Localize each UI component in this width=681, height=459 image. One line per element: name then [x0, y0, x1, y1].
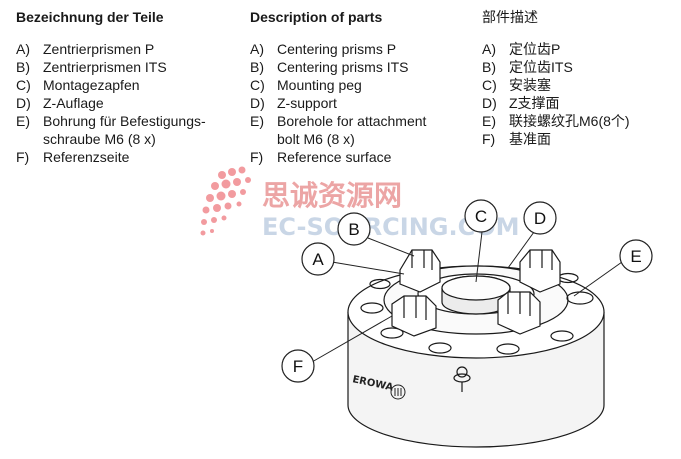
list-item: B) Zentrierprismen ITS [16, 58, 236, 76]
list-item-key: E) [250, 113, 264, 129]
list-item-key: C) [482, 77, 497, 93]
list-item-key: E) [482, 113, 496, 129]
callout-f: F [281, 349, 315, 383]
list-item: E) Bohrung für Befestigungs- schraube M6 … [16, 112, 236, 148]
list-item-text: 定位齿ITS [509, 59, 573, 75]
list-item-text: 定位齿P [509, 41, 561, 57]
list-item: F) 基准面 [482, 130, 672, 148]
callout-a: A [301, 242, 335, 276]
svg-text:D: D [534, 209, 546, 228]
column-german: Bezeichnung der Teile A) Zentrierprismen … [16, 8, 236, 166]
leader-lines [311, 231, 623, 363]
list-item-key: E) [16, 113, 30, 129]
list-item-text: Centering prisms P [277, 41, 397, 57]
list-item-key: B) [482, 59, 496, 75]
list-item: C) Montagezapfen [16, 76, 236, 94]
list-item-text: Referenzseite [43, 149, 130, 165]
list-item-key: D) [482, 95, 497, 111]
list-item-text: Reference surface [277, 149, 392, 165]
svg-text:E: E [630, 247, 641, 266]
callout-c: C [464, 199, 498, 233]
list-item: A) Zentrierprismen P [16, 40, 236, 58]
callout-e: E [619, 239, 653, 273]
list-item: F) Reference surface [250, 148, 450, 166]
list-item: C) Mounting peg [250, 76, 450, 94]
callout-d: D [523, 201, 557, 235]
list-item-text: Z-support [277, 95, 337, 111]
list-item-key: A) [16, 41, 30, 57]
column-english: Description of parts A) Centering prisms … [250, 8, 450, 166]
list-item: E) Borehole for attachment bolt M6 (8 x) [250, 112, 450, 148]
list-item: D) Z-Auflage [16, 94, 236, 112]
list-item-text: 基准面 [509, 131, 551, 147]
list-item-key: F) [250, 149, 264, 165]
list-item-text: Zentrierprismen ITS [43, 59, 167, 75]
svg-text:F: F [293, 357, 303, 376]
list-item: A) 定位齿P [482, 40, 672, 58]
heading-german: Bezeichnung der Teile [16, 9, 164, 25]
list-item-key: B) [16, 59, 30, 75]
parts-list-english: A) Centering prisms P B) Centering prisms I… [250, 40, 450, 166]
list-item-key: C) [16, 77, 31, 93]
list-item: F) Referenzseite [16, 148, 236, 166]
list-item-text: Mounting peg [277, 77, 362, 93]
heading-english: Description of parts [250, 9, 383, 25]
watermark-logo-icon [200, 166, 251, 236]
list-item-key: A) [250, 41, 264, 57]
list-item: A) Centering prisms P [250, 40, 450, 58]
chuck-body [347, 265, 605, 448]
list-item: D) Z-support [250, 94, 450, 112]
list-item-key: F) [16, 149, 30, 165]
callout-b: B [337, 212, 371, 246]
parts-list-chinese: A) 定位齿P B) 定位齿ITS C) 安装塞 D) Z支撑面 E) 联接螺纹孔M6(8个) F… [482, 40, 672, 148]
list-item-text: Montagezapfen [43, 77, 140, 93]
list-item-text: Bohrung für Befestigungs- schraube M6 (8… [43, 113, 206, 147]
list-item-key: F) [482, 131, 496, 147]
column-chinese: 部件描述 A) 定位齿P B) 定位齿ITS C) 安装塞 D) Z支撑面 E) 联接螺纹孔M6(… [482, 8, 672, 148]
heading-chinese: 部件描述 [482, 9, 538, 25]
list-item-key: D) [250, 95, 265, 111]
list-item: C) 安装塞 [482, 76, 672, 94]
list-item-text: Centering prisms ITS [277, 59, 409, 75]
list-item-key: A) [482, 41, 496, 57]
list-item-text: 安装塞 [509, 77, 551, 93]
parts-list-german: A) Zentrierprismen P B) Zentrierprismen ITS… [16, 40, 236, 166]
list-item-key: D) [16, 95, 31, 111]
centering-prisms [391, 249, 561, 337]
list-item: E) 联接螺纹孔M6(8个) [482, 112, 672, 130]
list-item-key: C) [250, 77, 265, 93]
list-item-text: Z支撑面 [509, 95, 560, 111]
list-item-text: Borehole for attachment bolt M6 (8 x) [277, 113, 427, 147]
svg-text:A: A [312, 250, 324, 269]
watermark-line1: 思诚资源网 [262, 179, 402, 212]
list-item: D) Z支撑面 [482, 94, 672, 112]
list-item-text: 联接螺纹孔M6(8个) [509, 113, 630, 129]
list-item: B) Centering prisms ITS [250, 58, 450, 76]
list-item-text: Z-Auflage [43, 95, 104, 111]
list-item: B) 定位齿ITS [482, 58, 672, 76]
its-badge-icon [390, 384, 406, 400]
list-item-text: Zentrierprismen P [43, 41, 155, 57]
svg-text:B: B [348, 220, 359, 239]
svg-text:C: C [475, 207, 487, 226]
list-item-key: B) [250, 59, 264, 75]
